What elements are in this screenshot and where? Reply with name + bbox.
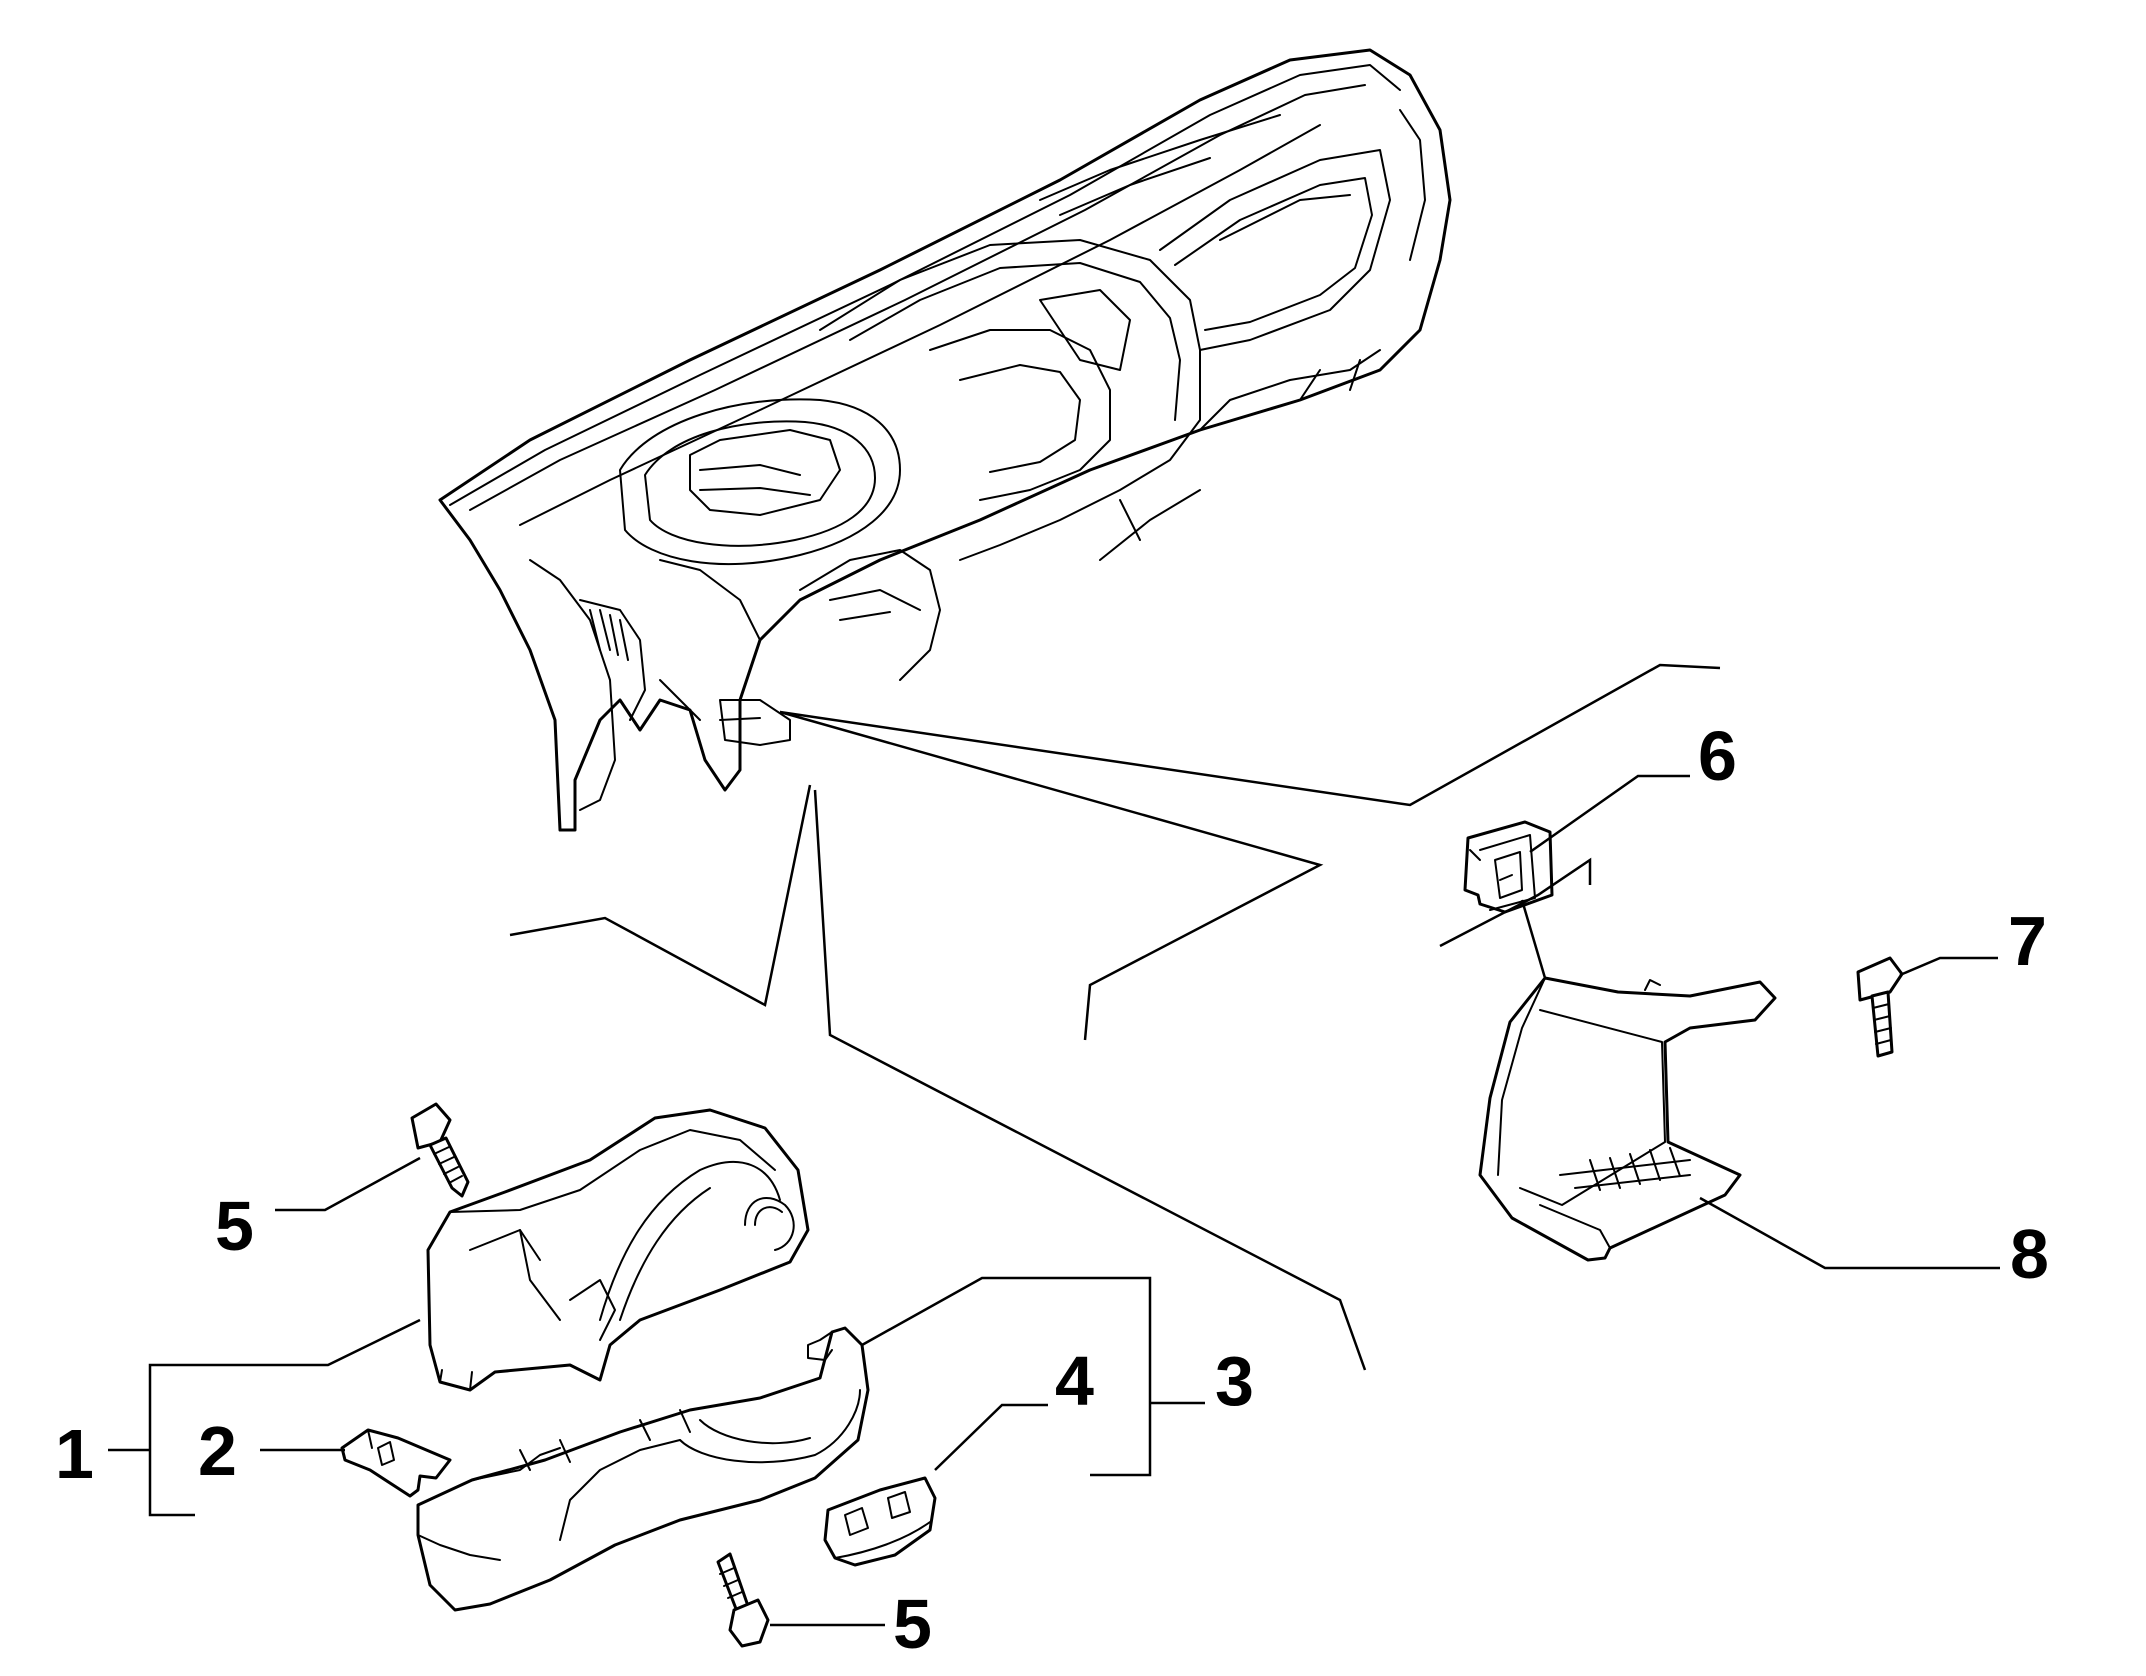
label-4: 4 (1055, 1342, 1094, 1420)
dashboard-assembly (438, 48, 1452, 832)
upper-steering-shroud (426, 1108, 810, 1392)
guide-line-down-left (509, 784, 812, 1007)
label-8: 8 (2010, 1215, 2049, 1293)
screw-part-5-top (410, 1102, 470, 1198)
leader-1-bracket (148, 1318, 421, 1517)
lower-steering-shroud-part-3 (416, 1326, 870, 1612)
label-5-bottom: 5 (893, 1585, 932, 1663)
leader-3-bracket (861, 1276, 1152, 1477)
screw-part-5-bottom (716, 1552, 770, 1648)
label-6: 6 (1698, 717, 1737, 795)
label-1: 1 (55, 1415, 94, 1493)
small-clip-part-2 (340, 1428, 452, 1498)
leader-8 (1699, 1196, 2000, 1270)
leader-6-part8-down (1520, 899, 1547, 979)
label-7: 7 (2008, 902, 2047, 980)
guide-line-upper-right (779, 663, 1721, 807)
cover-plug-part-4 (823, 1476, 937, 1567)
leader-4 (934, 1403, 1048, 1471)
leader-5-top (275, 1156, 421, 1212)
label-3: 3 (1215, 1342, 1254, 1420)
callout-labels: 1 2 3 4 5 5 6 7 8 (55, 717, 2049, 1663)
guide-lines (509, 663, 1721, 1371)
label-5-top: 5 (215, 1187, 254, 1265)
leader-6 (1529, 774, 1690, 854)
clip-part-6 (1463, 820, 1554, 914)
guide-line-down-right (813, 789, 1367, 1371)
leader-7 (1899, 956, 1998, 977)
leader-6-part8 (1439, 857, 1592, 948)
guide-line-to-shroud-right (779, 710, 1324, 1041)
side-trim-panel-part-8 (1478, 976, 1777, 1262)
leader-lines (108, 774, 2000, 1627)
screw-part-7 (1856, 956, 1904, 1058)
label-2: 2 (198, 1412, 237, 1490)
